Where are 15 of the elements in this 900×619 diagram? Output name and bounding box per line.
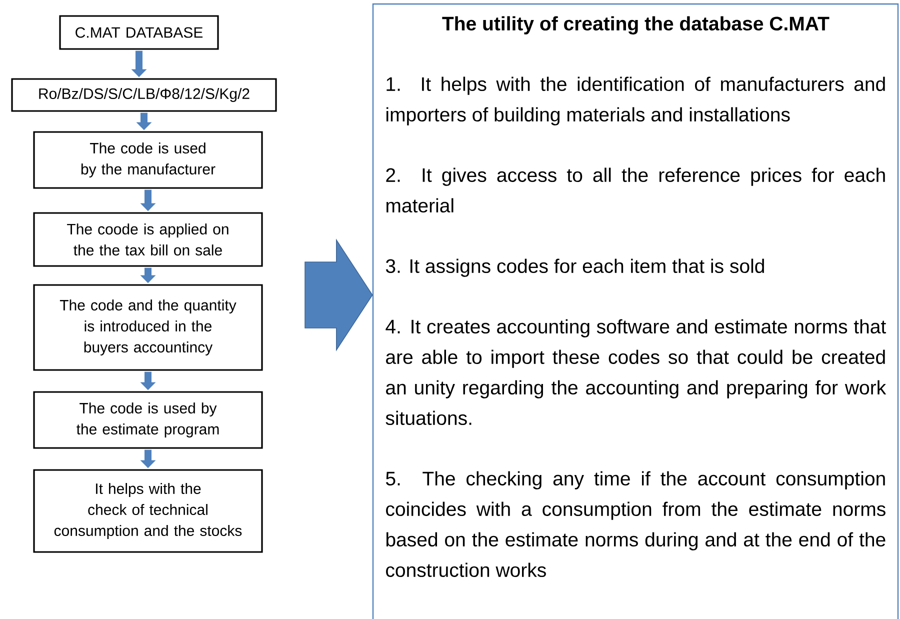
process-box: Ro/Bz/DS/S/C/LB/Φ8/12/S/Kg/2 bbox=[11, 78, 277, 112]
block-arrow bbox=[304, 238, 373, 352]
process-box: The code is used by the estimate program bbox=[33, 391, 263, 449]
process-box: The coode is applied on the the tax bill on sale bbox=[33, 212, 263, 267]
process-box: It helps with the check of technical consumption and the stocks bbox=[33, 469, 263, 553]
numbered-paragraph: 3. It assigns codes for each item that is sold bbox=[386, 258, 764, 277]
numbered-paragraph: 4. It creates accounting software and estimate norms that are able to import these codes so that could be created an unity regarding the accounting and preparing for work situations. bbox=[386, 319, 886, 425]
text-panel bbox=[372, 3, 899, 619]
process-box: C.MAT DATABASE bbox=[59, 15, 219, 50]
numbered-paragraph: 2. It gives access to all the reference prices for each material bbox=[386, 168, 885, 212]
process-box: The code is used by the manufacturer bbox=[33, 131, 263, 189]
panel-heading: The utility of creating the database C.MAT bbox=[442, 16, 830, 34]
numbered-paragraph: 5. The checking any time if the account consumption coincides with a consumption from the estimate norms based on the estimate norms during and at the end of the construction works bbox=[386, 471, 886, 577]
numbered-paragraph: 1. It helps with the identification of manufacturers and importers of building materials and installations bbox=[386, 76, 885, 126]
process-box: The code and the quantity is introduced in the buyers accountincy bbox=[33, 284, 263, 371]
